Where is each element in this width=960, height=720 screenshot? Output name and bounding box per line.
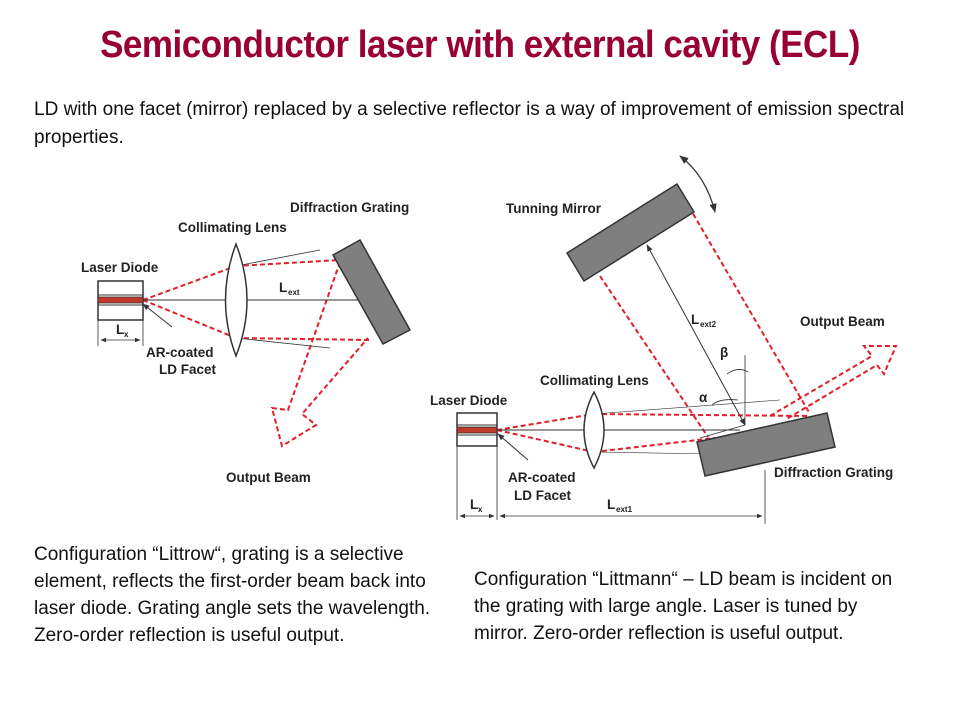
littmann-collimating-lens: [583, 390, 605, 470]
littmann-caption: Configuration “Littmann“ – LD beam is in…: [474, 569, 893, 644]
littrow-lext-label: L: [279, 280, 287, 295]
littmann-output-label: Output Beam: [800, 314, 885, 329]
littrow-beam: [142, 259, 371, 448]
littmann-lext1-label: L: [607, 497, 615, 512]
littmann-alpha-label: α: [699, 390, 708, 405]
littrow-output-label: Output Beam: [226, 470, 311, 485]
slide-title: Semiconductor laser with external cavity…: [100, 24, 860, 66]
littmann-ar-label-2: LD Facet: [514, 488, 572, 503]
littrow-lx-sub: x: [124, 330, 129, 339]
littmann-laser-diode: [456, 412, 498, 447]
littrow-lx-label: L: [116, 322, 124, 337]
littmann-diffraction-grating: [696, 412, 836, 477]
littmann-tuning-mirror: [565, 182, 696, 283]
littmann-lx-label: L: [470, 497, 478, 512]
littrow-lext-sub: ext: [288, 288, 300, 297]
littmann-lx-sub: x: [478, 505, 483, 514]
littmann-mirror-label: Tunning Mirror: [506, 201, 602, 216]
littmann-beta-label: β: [720, 345, 728, 360]
littrow-ar-label-2: LD Facet: [159, 362, 217, 377]
littmann-laser-diode-label: Laser Diode: [430, 393, 508, 408]
littrow-grating-label: Diffraction Grating: [290, 200, 409, 215]
littrow-diagram: Laser Diode Collimating Lens Diffraction…: [81, 200, 412, 485]
littmann-ar-label-1: AR-coated: [508, 470, 576, 485]
littrow-ar-label-1: AR-coated: [146, 345, 214, 360]
littrow-laser-diode-label: Laser Diode: [81, 260, 159, 275]
littmann-grating-label: Diffraction Grating: [774, 465, 893, 480]
littmann-lens-label: Collimating Lens: [540, 373, 649, 388]
littmann-lext2-sub: ext2: [700, 320, 717, 329]
littrow-diffraction-grating: [331, 238, 412, 345]
littrow-laser-diode: [97, 280, 144, 321]
littrow-collimating-lens: [224, 241, 248, 359]
intro-text: LD with one facet (mirror) replaced by a…: [34, 99, 905, 148]
littrow-caption: Configuration “Littrow“, grating is a se…: [34, 544, 431, 646]
mirror-rotation-arrow: [679, 155, 717, 213]
littmann-lext2-label: L: [691, 312, 699, 327]
littmann-lext1-sub: ext1: [616, 505, 633, 514]
littrow-lens-label: Collimating Lens: [178, 220, 287, 235]
littmann-diagram: Tunning Mirror Output Beam Laser Diode C…: [430, 155, 898, 524]
